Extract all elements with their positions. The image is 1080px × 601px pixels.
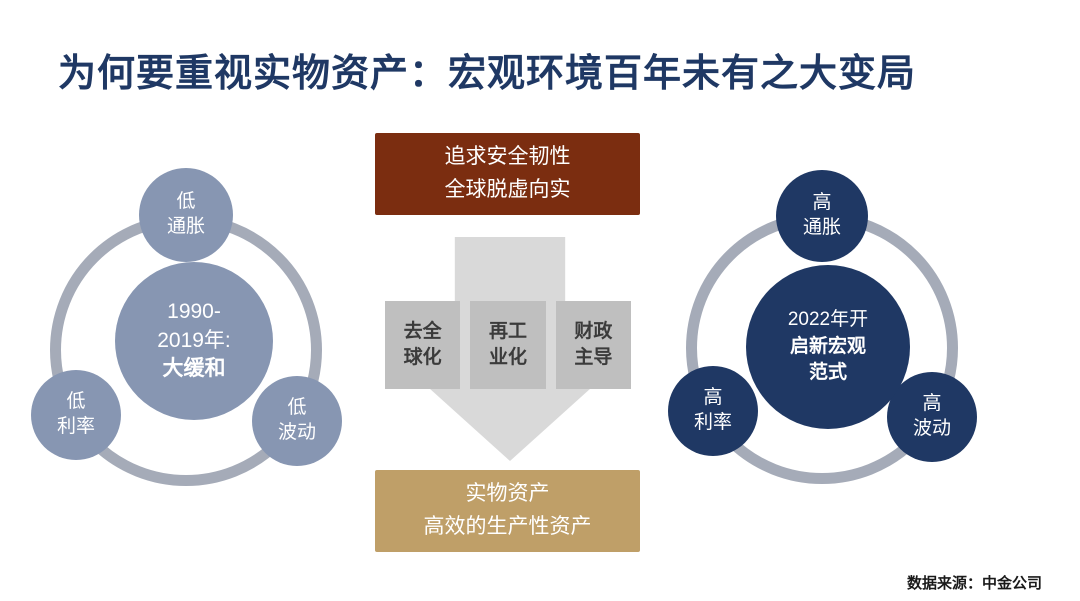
- left-center-circle: 1990- 2019年: 大缓和: [115, 262, 273, 420]
- satellite-label-line: 高: [812, 192, 832, 214]
- left-center-line2: 2019年:: [157, 328, 231, 352]
- step-label-line: 业化: [488, 347, 527, 368]
- bottom-banner-line1: 实物资产: [465, 482, 550, 506]
- step-label-line: 去全: [403, 321, 442, 343]
- step-reindustrialization: 再工 业化: [470, 301, 546, 389]
- bottom-banner: 实物资产 高效的生产性资产: [375, 470, 640, 552]
- satellite-label-line: 通胀: [166, 216, 205, 237]
- step-label-line: 主导: [574, 347, 613, 368]
- right-satellite-high-volatility: 高 波动: [887, 372, 977, 462]
- data-source-note: 数据来源：中金公司: [906, 575, 1042, 592]
- step-label-line: 再工: [488, 321, 527, 343]
- satellite-label-line: 波动: [277, 422, 316, 443]
- left-satellite-low-inflation: 低 通胀: [139, 168, 233, 262]
- bottom-banner-line2: 高效的生产性资产: [423, 515, 592, 538]
- left-center-line3: 大缓和: [162, 357, 226, 381]
- right-center-circle: 2022年开 启新宏观 范式: [746, 265, 910, 429]
- slide-title: 为何要重视实物资产：宏观环境百年未有之大变局: [58, 53, 917, 95]
- step-label-line: 球化: [403, 347, 442, 368]
- satellite-label-line: 低: [66, 391, 86, 413]
- right-satellite-high-rates: 高 利率: [668, 366, 758, 456]
- satellite-label-line: 低: [176, 191, 196, 213]
- satellite-label-line: 高: [703, 387, 723, 409]
- left-satellite-low-rates: 低 利率: [31, 370, 121, 460]
- step-label-line: 财政: [574, 321, 613, 343]
- step-fiscal-dominance: 财政 主导: [555, 301, 631, 389]
- satellite-label-line: 利率: [693, 412, 732, 433]
- satellite-label-line: 低: [287, 397, 307, 419]
- right-center-line2: 启新宏观: [789, 335, 866, 357]
- transition-steps: 去全 球化 再工 业化 财政 主导: [385, 301, 631, 389]
- left-center-line1: 1990-: [167, 300, 221, 324]
- right-center-line3: 范式: [808, 362, 847, 384]
- satellite-label-line: 通胀: [802, 217, 841, 238]
- top-banner-line2: 全球脱虚向实: [444, 178, 571, 201]
- left-satellite-low-volatility: 低 波动: [252, 376, 342, 466]
- satellite-label-line: 利率: [56, 416, 95, 437]
- top-banner: 追求安全韧性 全球脱虚向实: [375, 133, 640, 215]
- right-satellite-high-inflation: 高 通胀: [776, 170, 868, 262]
- right-center-line1: 2022年开: [787, 309, 869, 331]
- step-deglobalization: 去全 球化: [385, 301, 461, 389]
- top-banner-line1: 追求安全韧性: [444, 145, 571, 169]
- satellite-label-line: 高: [922, 393, 942, 415]
- satellite-label-line: 波动: [912, 418, 951, 439]
